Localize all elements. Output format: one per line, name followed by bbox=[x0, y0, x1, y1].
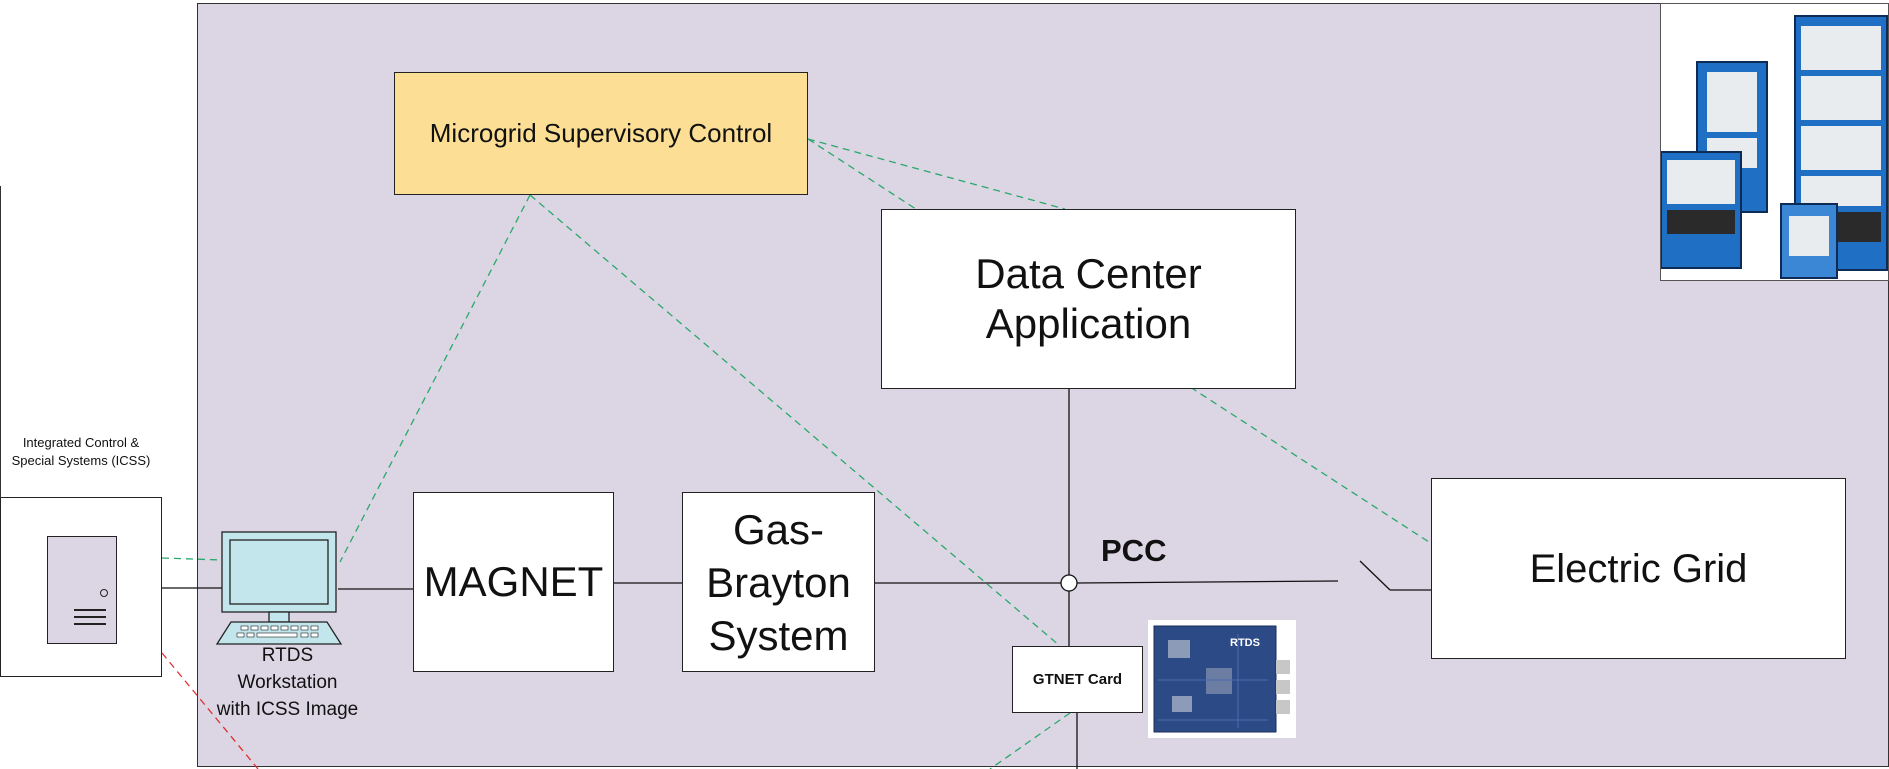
switch-blade bbox=[1359, 560, 1391, 591]
electric-grid-box: Electric Grid bbox=[1431, 478, 1846, 659]
server-icon bbox=[47, 536, 117, 644]
pcc-label: PCC bbox=[1101, 533, 1167, 568]
electric-grid-label: Electric Grid bbox=[1529, 546, 1748, 591]
magnet-box: MAGNET bbox=[413, 492, 614, 672]
board-logo-text: RTDS bbox=[1230, 637, 1260, 649]
workstation-label: RTDS Workstation with ICSS Image bbox=[216, 645, 359, 720]
data-center-label: Data Center Application bbox=[975, 249, 1202, 347]
line-pcc-switch bbox=[1076, 580, 1339, 584]
laptop-icon bbox=[215, 531, 343, 645]
gas-brayton-label: Gas- Brayton System bbox=[706, 505, 851, 659]
icss-left-border bbox=[0, 186, 1, 498]
dash-icss-red bbox=[161, 652, 259, 769]
gas-brayton-box: Gas- Brayton System bbox=[682, 492, 875, 672]
microgrid-label: Microgrid Supervisory Control bbox=[429, 117, 773, 148]
pcc-node bbox=[1060, 574, 1078, 592]
icss-box bbox=[0, 497, 162, 677]
gtnet-card-box: GTNET Card bbox=[1012, 646, 1143, 713]
dash-msc-workstation bbox=[339, 194, 531, 563]
icss-label: Integrated Control & Special Systems (IC… bbox=[11, 435, 151, 468]
dash-gtnet-down bbox=[989, 712, 1071, 769]
dash-msc-datacenter bbox=[807, 138, 1066, 210]
dash-msc-grid bbox=[807, 138, 1433, 545]
gtnet-card-label: GTNET Card bbox=[1032, 670, 1123, 688]
gtnet-board-image: RTDS bbox=[1148, 620, 1296, 738]
microgrid-supervisory-control-box: Microgrid Supervisory Control bbox=[394, 72, 808, 195]
magnet-label: MAGNET bbox=[423, 557, 604, 605]
dash-icss-workstation bbox=[161, 557, 223, 561]
data-center-box: Data Center Application bbox=[881, 209, 1296, 389]
rtds-rack-image bbox=[1660, 3, 1889, 281]
dash-msc-gtnet bbox=[529, 194, 1061, 647]
